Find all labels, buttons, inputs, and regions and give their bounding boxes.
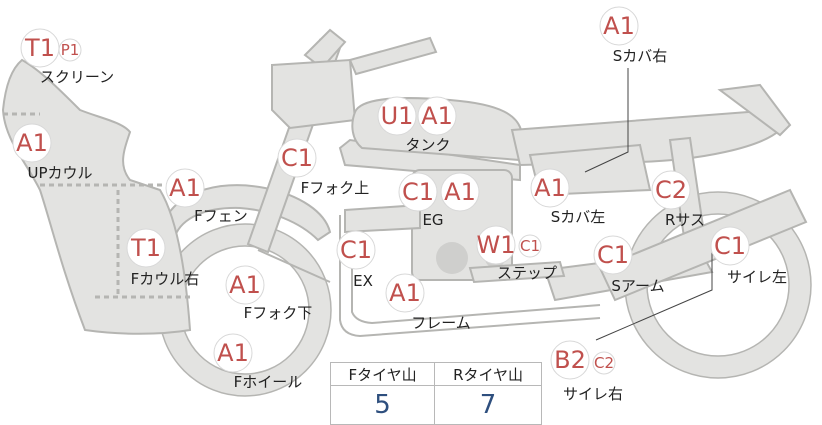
code-badge (336, 230, 376, 270)
part-callout-muffler-left: C1 サイレ左 (710, 226, 787, 286)
condition-code: T1 (130, 234, 161, 262)
part-label: タンク (405, 136, 450, 154)
condition-code: A1 (444, 178, 476, 206)
part-label: サイレ右 (563, 385, 623, 403)
condition-code: A1 (217, 339, 249, 367)
part-label: Sカバ左 (551, 208, 606, 226)
front-tire-tread-header: Fタイヤ山 (329, 362, 436, 386)
code-badge (651, 170, 691, 210)
part-label: UPカウル (27, 164, 92, 182)
code-badge (440, 172, 480, 212)
tire-tread-table: Fタイヤ山 Rタイヤ山 5 7 (329, 362, 542, 425)
leader-line-s-cover-right (584, 68, 629, 173)
code-badge (12, 123, 52, 163)
condition-code: P1 (61, 41, 80, 59)
condition-code: W1 (477, 231, 516, 259)
condition-code: C1 (340, 236, 372, 264)
condition-code: C1 (520, 237, 540, 255)
code-badge (225, 265, 265, 305)
condition-code: T1 (24, 34, 55, 62)
rear-tire-tread-header: Rタイヤ山 (434, 362, 542, 386)
condition-code: C2 (594, 354, 614, 372)
code-badge (599, 6, 639, 46)
code-badge (58, 38, 82, 62)
condition-code: B2 (554, 346, 586, 374)
code-badge (385, 273, 425, 313)
condition-code: C1 (402, 178, 434, 206)
code-badge (213, 333, 253, 373)
part-label: Sアーム (611, 277, 664, 295)
condition-code: C1 (597, 241, 629, 269)
part-callout-muffler-right: B2 C2 サイレ右 (550, 340, 623, 403)
part-label: サイレ左 (727, 268, 787, 286)
part-label: Fフェン (194, 207, 248, 225)
part-callout-screen: T1 P1 スクリーン (20, 28, 114, 86)
part-label: Rサス (665, 211, 705, 229)
code-badge (593, 235, 633, 275)
part-label: Fホイール (234, 373, 303, 391)
part-label: スクリーン (40, 68, 114, 86)
part-label: EG (422, 211, 443, 229)
muffler-shape (598, 188, 808, 302)
code-badge (126, 228, 166, 268)
condition-code: A1 (169, 174, 201, 202)
part-label: Fカウル右 (131, 270, 200, 288)
front-fender-shape (160, 184, 332, 242)
condition-code: C1 (281, 144, 313, 172)
part-label: Fフォク上 (301, 179, 370, 197)
step-shape (468, 260, 566, 284)
code-badge (550, 340, 590, 380)
leader-line-muffler-right (595, 242, 713, 341)
code-badge (377, 96, 417, 136)
code-badge (277, 138, 317, 178)
condition-code: A1 (603, 12, 635, 40)
part-label: フレーム (411, 314, 471, 332)
part-label: EX (353, 272, 373, 290)
part-label: Sカバ右 (613, 47, 668, 65)
code-badge (398, 172, 438, 212)
code-badge (518, 234, 542, 258)
condition-code: A1 (229, 271, 261, 299)
code-badge (530, 168, 570, 208)
code-badge (592, 351, 616, 375)
part-label: ステップ (497, 264, 557, 282)
condition-code: C2 (655, 176, 687, 204)
code-badge (476, 225, 516, 265)
condition-code: A1 (534, 174, 566, 202)
code-badge (165, 168, 205, 208)
front-tire-tread-value: 5 (329, 385, 436, 425)
part-callout-frame: A1 フレーム (385, 273, 471, 332)
condition-code: C1 (714, 232, 746, 260)
condition-code: A1 (389, 279, 421, 307)
part-label: Fフォク下 (244, 304, 313, 322)
condition-code: A1 (421, 102, 453, 130)
code-badge (417, 96, 457, 136)
condition-code: A1 (16, 129, 48, 157)
front-cowl-shape (1, 58, 192, 335)
code-badge (710, 226, 750, 266)
condition-code: U1 (381, 102, 414, 130)
rear-tire-tread-value: 7 (434, 385, 542, 425)
